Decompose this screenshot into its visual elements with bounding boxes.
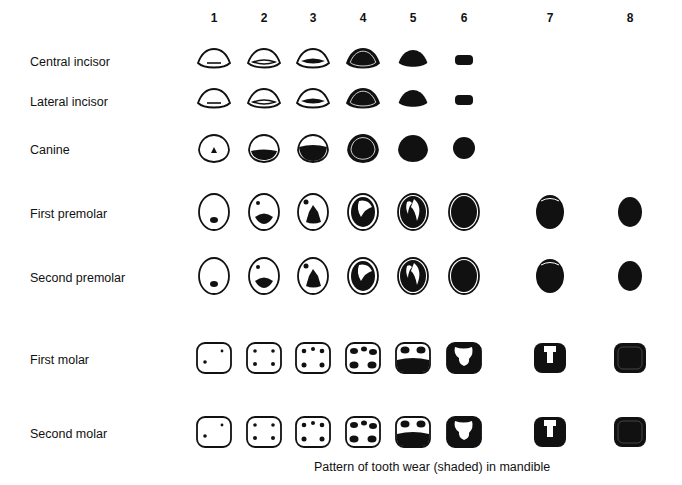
figure-caption: Pattern of tooth wear (shaded) in mandib… (314, 460, 550, 475)
tooth-name: Second molar (30, 427, 107, 442)
tooth-name: Central incisor (30, 55, 110, 70)
tooth-name: Canine (30, 143, 70, 158)
tooth-name: Lateral incisor (30, 95, 108, 110)
column-number: 6 (461, 11, 468, 26)
column-number: 8 (627, 11, 634, 26)
tooth-name: First premolar (30, 207, 107, 222)
tooth-name: First molar (30, 353, 89, 368)
column-number: 5 (410, 11, 417, 26)
column-number: 7 (547, 11, 554, 26)
column-number: 1 (211, 11, 218, 26)
column-number: 3 (310, 11, 317, 26)
tooth-name: Second premolar (30, 271, 125, 286)
column-number: 2 (261, 11, 268, 26)
column-number: 4 (360, 11, 367, 26)
